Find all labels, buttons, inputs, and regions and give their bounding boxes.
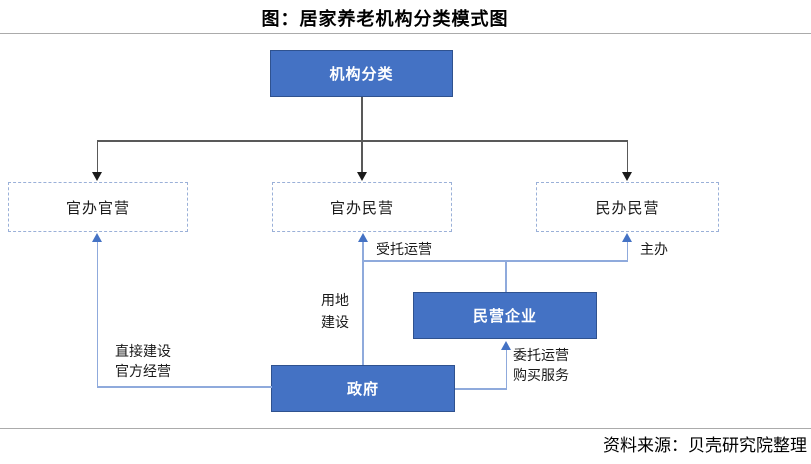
connector-gov-to-middle-vertical [362,242,364,365]
connector-gov-to-left-horizontal [96,386,272,388]
edge-label-land-construction: 用地 建设 [321,292,349,330]
bottom-separator [0,428,811,429]
node-private-built-private-run: 民办民营 [536,182,719,232]
arrow-down-left-icon [92,172,102,181]
arrow-up-right-icon [622,233,632,242]
tree-root-drop-line [361,97,363,141]
figure-title: 图：居家养老机构分类模式图 [261,9,509,29]
node-gov-built-gov-run: 官办官营 [8,182,188,232]
connector-gov-to-enterprise-horizontal [455,388,507,390]
top-separator [0,33,811,34]
connector-gov-to-left-vertical [96,242,98,387]
arrow-up-left-icon [92,233,102,242]
node-private-enterprise: 民营企业 [413,292,597,339]
connector-to-right-vertical [626,242,628,261]
tree-middle-drop-line [361,141,363,174]
arrow-up-enterprise-icon [501,341,511,350]
arrow-up-middle-icon [357,233,368,242]
connector-enterprise-top-vertical [505,261,507,292]
edge-label-direct-build: 直接建设 官方经营 [115,343,171,379]
tree-right-drop-line [626,140,628,174]
edge-label-entrusted-operation: 受托运营 [376,241,432,257]
arrow-down-middle-icon [356,172,367,181]
tree-horizontal-line [96,140,628,142]
tree-left-drop-line [96,140,98,174]
connector-enterprise-branch-horizontal [362,260,628,262]
node-institution-classification: 机构分类 [270,50,453,97]
node-gov-built-private-run: 官办民营 [272,182,452,232]
node-government: 政府 [271,365,455,412]
arrow-down-right-icon [622,172,632,181]
edge-label-host: 主办 [640,241,668,257]
edge-label-commission-purchase: 委托运营 购买服务 [513,347,569,383]
connector-gov-to-enterprise-vertical [505,350,507,389]
source-note: 资料来源：贝壳研究院整理 [603,436,807,455]
